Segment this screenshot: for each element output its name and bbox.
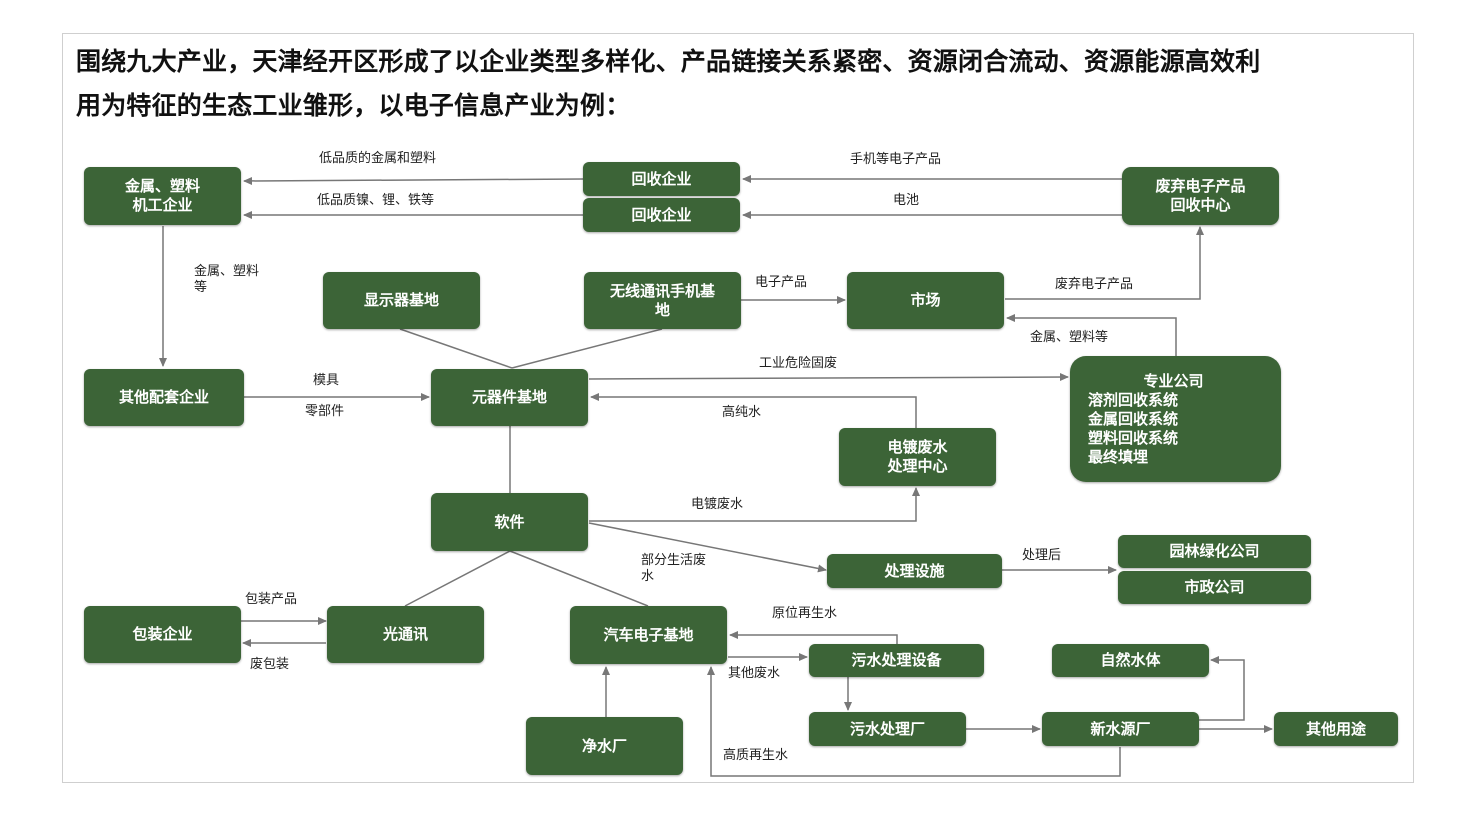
node-municipal-company: 市政公司 xyxy=(1118,571,1311,604)
node-garden-company: 园林绿化公司 xyxy=(1118,535,1311,568)
node-recycle-1: 回收企业 xyxy=(583,162,740,196)
line-display-to-component xyxy=(399,328,513,369)
arrow-specialist-to-market xyxy=(1006,314,1177,356)
label-packaging-products: 包装产品 xyxy=(245,592,298,607)
node-wireless-base: 无线通讯手机基 地 xyxy=(584,272,741,329)
arrow-software-to-treatment xyxy=(588,522,827,573)
node-natural-water: 自然水体 xyxy=(1052,644,1209,677)
label-battery: 电池 xyxy=(893,193,920,208)
arrow-equip-to-auto xyxy=(729,631,898,644)
line-software-to-auto xyxy=(509,550,649,607)
node-specialist-company: 专业公司 溶剂回收系统 金属回收系统 塑料回收系统 最终填埋 xyxy=(1070,356,1281,482)
node-clean-water: 净水厂 xyxy=(526,717,683,775)
arrow-plating-to-component xyxy=(590,393,917,428)
node-display-base: 显示器基地 xyxy=(323,272,480,329)
label-eproducts: 电子产品 xyxy=(755,275,808,290)
node-packaging: 包装企业 xyxy=(84,606,241,663)
node-sewage-equipment: 污水处理设备 xyxy=(809,644,984,677)
node-sewage-plant: 污水处理厂 xyxy=(809,712,966,746)
label-after-treatment: 处理后 xyxy=(1022,548,1062,563)
page-title: 围绕九大产业，天津经开区形成了以企业类型多样化、产品链接关系紧密、资源闭合流动、… xyxy=(76,40,1396,128)
label-domestic-wastewater: 部分生活废 水 xyxy=(641,553,707,584)
node-auto-base: 汽车电子基地 xyxy=(570,606,727,664)
node-optical: 光通讯 xyxy=(327,606,484,663)
label-metal-plastic-etc-2: 金属、塑料等 xyxy=(1030,330,1109,345)
label-other-wastewater: 其他废水 xyxy=(728,666,781,681)
arrow-market-to-center xyxy=(1005,226,1204,300)
label-pure-water: 高纯水 xyxy=(722,405,762,420)
line-software-to-optical xyxy=(404,550,511,607)
node-newwater-plant: 新水源厂 xyxy=(1042,712,1199,746)
arrow-recycle1-to-metal xyxy=(243,176,584,185)
node-other-use: 其他用途 xyxy=(1274,712,1398,746)
label-low-nickel: 低品质镍、锂、铁等 xyxy=(317,193,435,208)
label-parts: 零部件 xyxy=(305,404,345,419)
node-metal-plastic-machining: 金属、塑料 机工企业 xyxy=(84,167,241,225)
label-plating-wastewater: 电镀废水 xyxy=(691,497,744,512)
title-line-1: 围绕九大产业，天津经开区形成了以企业类型多样化、产品链接关系紧密、资源闭合流动、… xyxy=(76,47,1261,76)
title-line-2: 用为特征的生态工业雏形，以电子信息产业为例： xyxy=(76,91,631,120)
label-insitu-water: 原位再生水 xyxy=(772,606,838,621)
label-metal-plastic-etc: 金属、塑料 等 xyxy=(194,264,260,295)
specialist-item: 塑料回收系统 xyxy=(1088,428,1179,447)
label-mold: 模具 xyxy=(313,373,340,388)
label-waste-packaging: 废包装 xyxy=(250,657,290,672)
arrow-software-to-plating xyxy=(589,487,920,522)
node-plating-center: 电镀废水 处理中心 xyxy=(839,428,996,486)
label-waste-eproducts: 废弃电子产品 xyxy=(1055,277,1134,292)
node-market: 市场 xyxy=(847,272,1004,329)
node-treatment-facility: 处理设施 xyxy=(827,554,1002,588)
node-software: 软件 xyxy=(431,493,588,551)
label-phones: 手机等电子产品 xyxy=(850,152,942,167)
node-component-base: 元器件基地 xyxy=(431,369,588,426)
arrow-newwater-to-natural xyxy=(1199,656,1245,721)
specialist-item: 最终填埋 xyxy=(1088,447,1149,466)
label-low-metal-plastic: 低品质的金属和塑料 xyxy=(319,151,437,166)
arrow-component-to-specialist xyxy=(588,373,1069,382)
line-wireless-to-component xyxy=(511,328,663,369)
arrow-newwater-to-auto xyxy=(707,666,1121,777)
node-other-supply: 其他配套企业 xyxy=(84,369,244,426)
label-hq-water: 高质再生水 xyxy=(723,748,789,763)
specialist-title: 专业公司 xyxy=(1143,371,1204,390)
label-hazardous-waste: 工业危险固废 xyxy=(759,356,838,371)
specialist-item: 溶剂回收系统 xyxy=(1088,390,1179,409)
specialist-item: 金属回收系统 xyxy=(1088,409,1179,428)
node-recycle-2: 回收企业 xyxy=(583,198,740,232)
node-ewaste-center: 废弃电子产品 回收中心 xyxy=(1122,167,1279,225)
